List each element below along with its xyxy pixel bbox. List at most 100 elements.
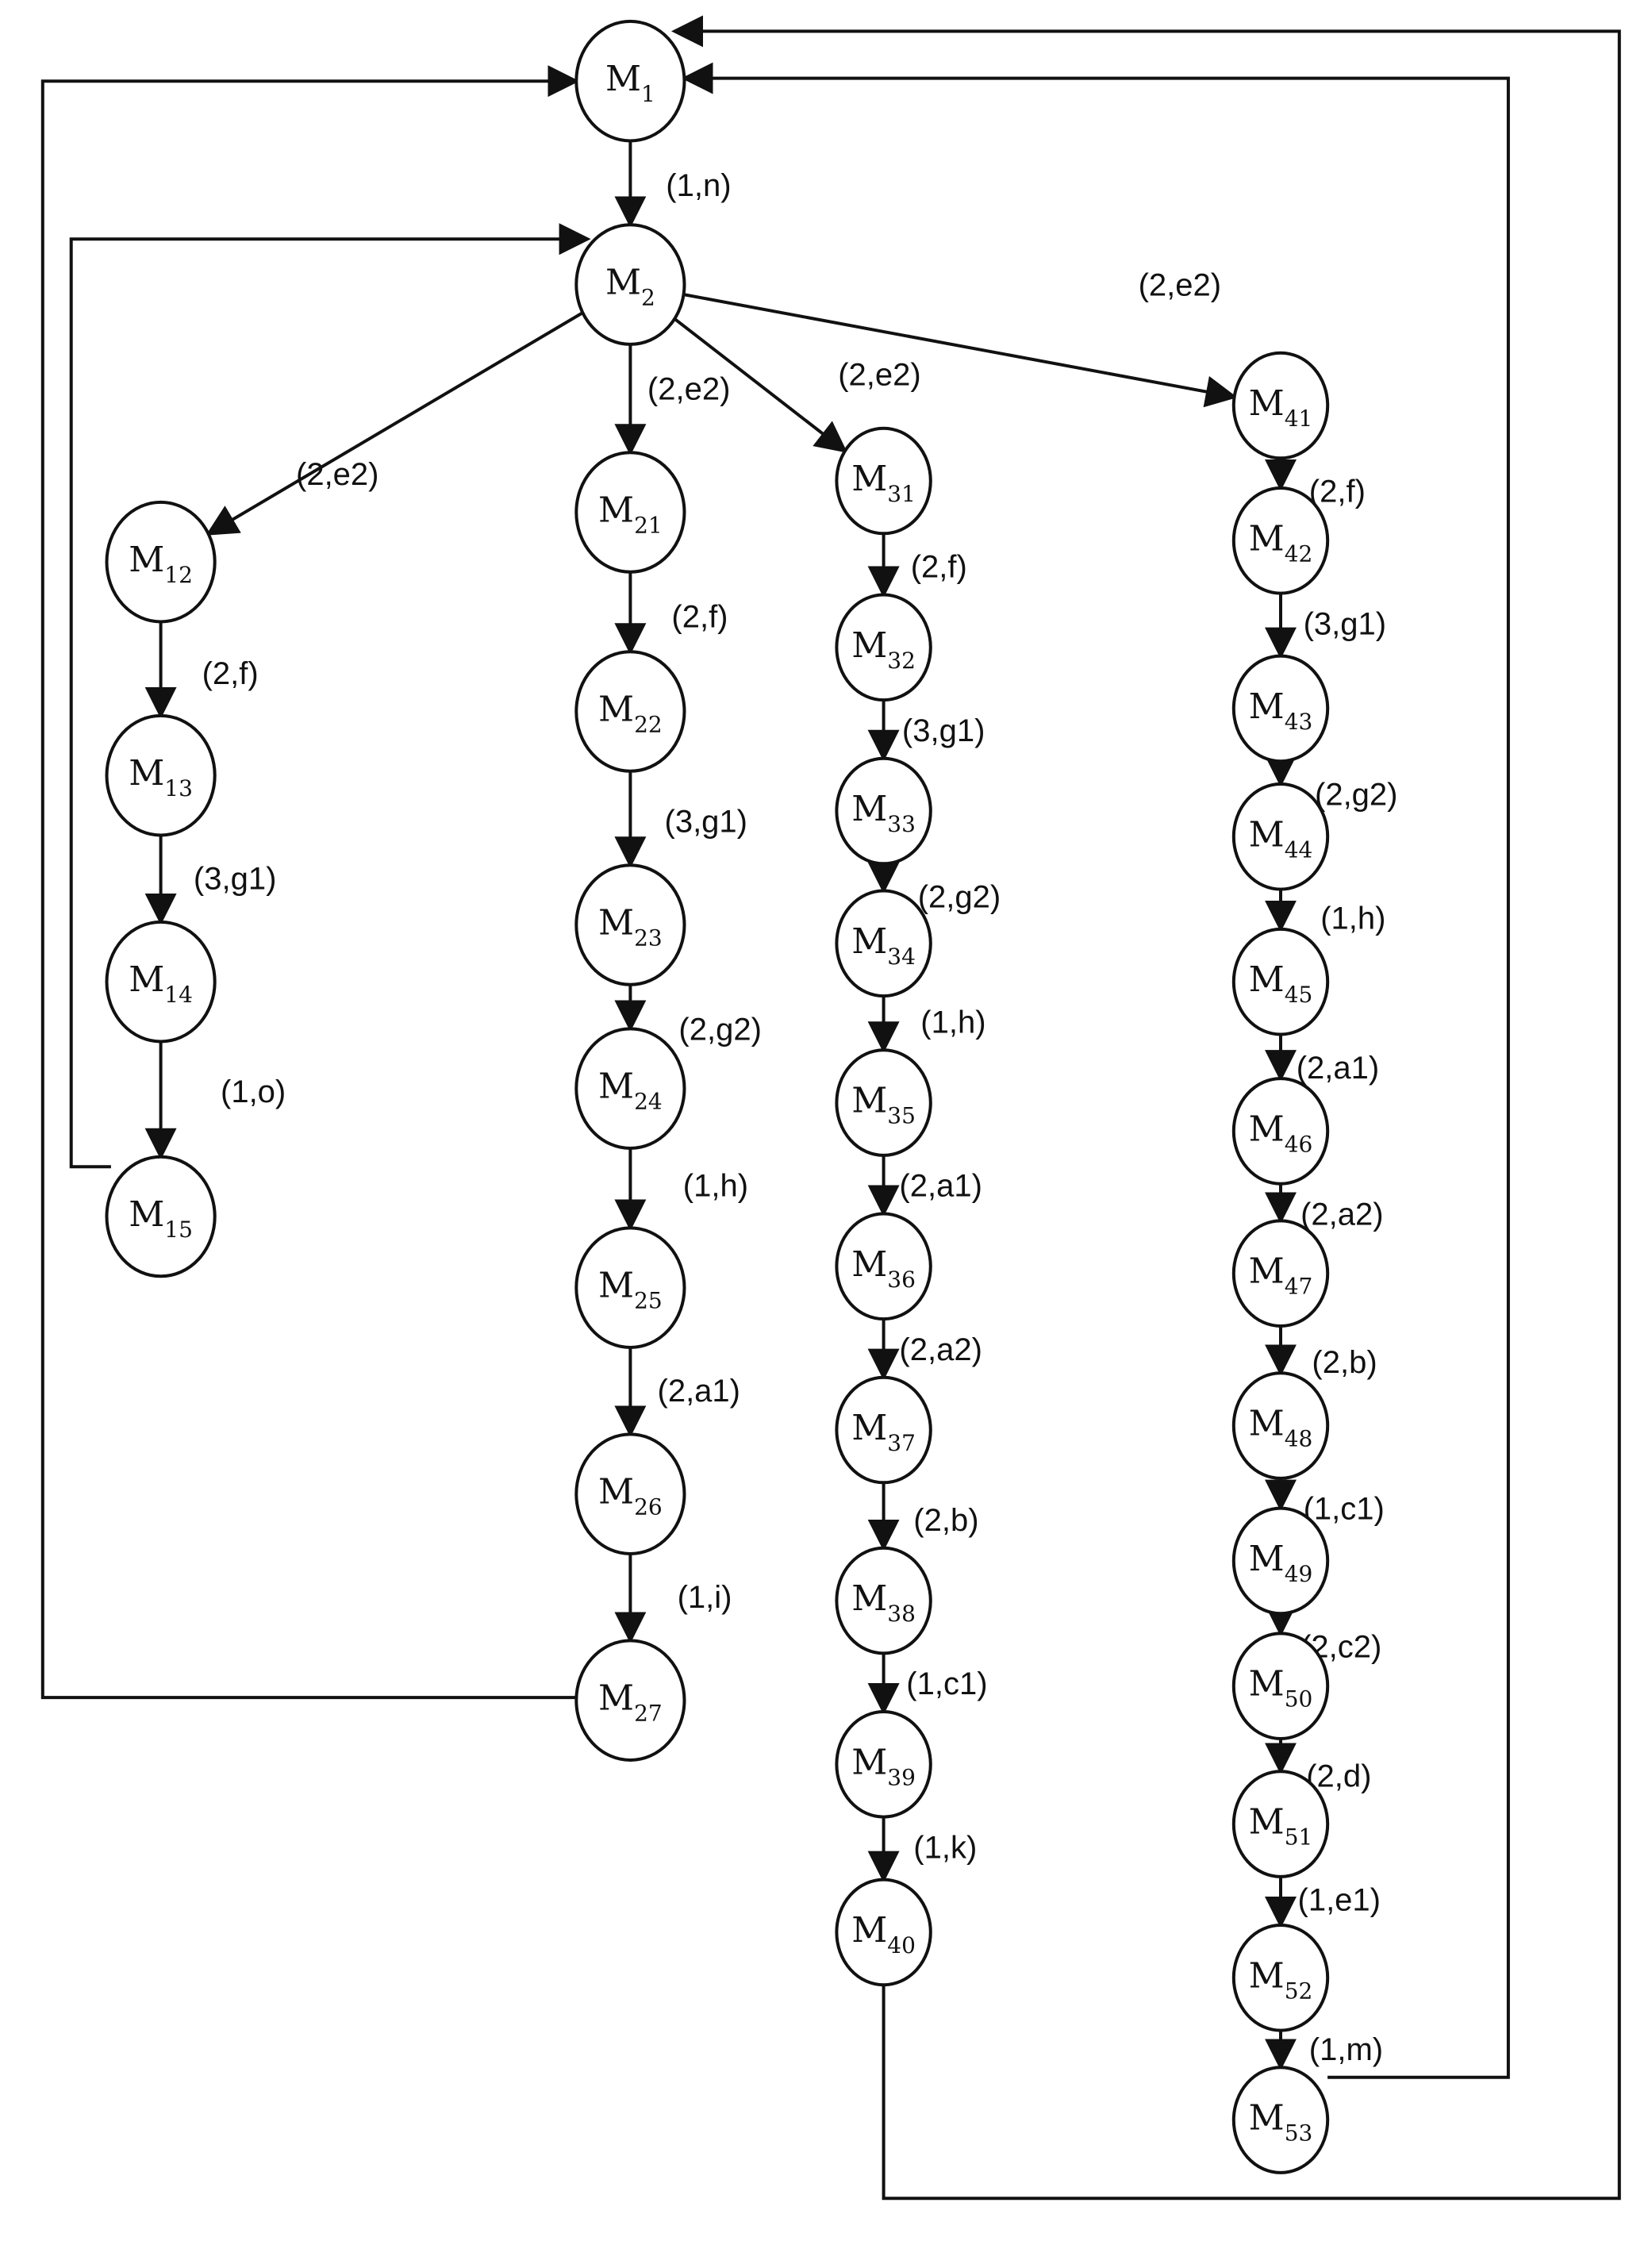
edge-label-m38-m39: (1,c1) bbox=[906, 1666, 987, 1701]
node-circle-m25 bbox=[574, 1226, 686, 1349]
node-m38: M38 bbox=[835, 1546, 932, 1655]
node-m15: M15 bbox=[105, 1155, 217, 1278]
node-label-subscript: 27 bbox=[634, 1701, 663, 1727]
node-label-m26: M26 bbox=[598, 1472, 663, 1520]
node-circle-m12 bbox=[105, 500, 217, 624]
node-m2: M2 bbox=[574, 223, 686, 346]
node-label-letter: M bbox=[605, 263, 641, 303]
node-label-subscript: 26 bbox=[634, 1494, 663, 1520]
node-circle-m36 bbox=[835, 1212, 932, 1321]
node-label-subscript: 43 bbox=[1285, 709, 1313, 735]
edge-m40-to-m1 bbox=[671, 15, 1621, 2201]
edge-label-m48-m49: (1,c1) bbox=[1304, 1492, 1385, 1527]
node-label-letter: M bbox=[1249, 1664, 1285, 1705]
node-label-subscript: 46 bbox=[1285, 1131, 1313, 1157]
node-circle-m31 bbox=[835, 426, 932, 536]
node-m47: M47 bbox=[1231, 1219, 1330, 1328]
node-m43: M43 bbox=[1231, 654, 1330, 763]
node-label-letter: M bbox=[598, 690, 634, 730]
node-m50: M50 bbox=[1231, 1632, 1330, 1740]
node-label-letter: M bbox=[1249, 383, 1285, 424]
node-m39: M39 bbox=[835, 1710, 932, 1819]
node-label-subscript: 15 bbox=[164, 1217, 193, 1243]
node-circle-m51 bbox=[1231, 1770, 1330, 1878]
node-label-letter: M bbox=[129, 540, 164, 580]
node-circle-m50 bbox=[1231, 1632, 1330, 1740]
node-label-letter: M bbox=[1249, 814, 1285, 855]
node-label-m22: M22 bbox=[598, 690, 663, 738]
node-label-letter: M bbox=[1249, 1109, 1285, 1149]
node-label-m41: M41 bbox=[1249, 383, 1313, 432]
node-circle-m32 bbox=[835, 593, 932, 702]
edge-m27-to-m1 bbox=[40, 65, 580, 1700]
node-circle-m44 bbox=[1231, 782, 1330, 891]
node-label-m27: M27 bbox=[598, 1678, 663, 1727]
node-m35: M35 bbox=[835, 1048, 932, 1157]
node-m26: M26 bbox=[574, 1432, 686, 1555]
node-label-letter: M bbox=[1249, 686, 1285, 727]
edge-label-m1-m2: (1,n) bbox=[666, 168, 731, 203]
node-m1: M1 bbox=[574, 19, 686, 143]
node-label-letter: M bbox=[598, 1266, 634, 1306]
edge-label-m12-m13: (2,f) bbox=[202, 656, 259, 691]
node-m45: M45 bbox=[1231, 927, 1330, 1036]
node-circle-m46 bbox=[1231, 1077, 1330, 1186]
node-label-subscript: 42 bbox=[1285, 540, 1313, 567]
node-label-subscript: 40 bbox=[887, 1932, 916, 1958]
node-label-subscript: 21 bbox=[634, 513, 663, 539]
node-label-subscript: 53 bbox=[1285, 2120, 1313, 2147]
node-label-m48: M48 bbox=[1249, 1404, 1313, 1452]
node-label-letter: M bbox=[129, 959, 164, 1000]
node-label-letter: M bbox=[1249, 1802, 1285, 1843]
node-circle-m33 bbox=[835, 756, 932, 866]
edges-layer bbox=[40, 15, 1621, 2201]
node-circle-m47 bbox=[1231, 1219, 1330, 1328]
edge-label-m44-m45: (1,h) bbox=[1320, 901, 1385, 936]
edge-label-m21-m22: (2,f) bbox=[671, 599, 728, 634]
node-m22: M22 bbox=[574, 650, 686, 773]
node-label-m40: M40 bbox=[851, 1910, 916, 1958]
edge-label-m42-m43: (3,g1) bbox=[1304, 606, 1387, 641]
node-label-letter: M bbox=[851, 1408, 887, 1448]
node-m32: M32 bbox=[835, 593, 932, 702]
node-m12: M12 bbox=[105, 500, 217, 624]
node-m48: M48 bbox=[1231, 1371, 1330, 1480]
node-label-subscript: 35 bbox=[887, 1103, 916, 1129]
node-label-letter: M bbox=[1249, 1539, 1285, 1579]
node-circle-m24 bbox=[574, 1027, 686, 1150]
node-label-subscript: 24 bbox=[634, 1089, 663, 1115]
edge-label-m14-m15: (1,o) bbox=[221, 1074, 286, 1109]
node-label-subscript: 33 bbox=[887, 811, 916, 837]
node-circle-m41 bbox=[1231, 351, 1330, 460]
node-circle-m15 bbox=[105, 1155, 217, 1278]
node-label-m51: M51 bbox=[1249, 1802, 1313, 1851]
node-m52: M52 bbox=[1231, 1924, 1330, 2032]
node-circle-m27 bbox=[574, 1639, 686, 1762]
node-label-m12: M12 bbox=[129, 540, 193, 588]
node-label-subscript: 41 bbox=[1285, 406, 1313, 432]
edge-label-m31-m32: (2,f) bbox=[911, 550, 967, 585]
node-m27: M27 bbox=[574, 1639, 686, 1762]
node-label-m25: M25 bbox=[598, 1266, 663, 1314]
node-m37: M37 bbox=[835, 1375, 932, 1485]
node-m53: M53 bbox=[1231, 2066, 1330, 2174]
edge-label-m47-m48: (2,b) bbox=[1312, 1345, 1377, 1380]
node-circle-m48 bbox=[1231, 1371, 1330, 1480]
node-label-subscript: 22 bbox=[634, 712, 663, 738]
node-m14: M14 bbox=[105, 920, 217, 1044]
node-circle-m26 bbox=[574, 1432, 686, 1555]
node-label-subscript: 25 bbox=[634, 1288, 663, 1314]
node-label-subscript: 45 bbox=[1285, 982, 1313, 1008]
node-m36: M36 bbox=[835, 1212, 932, 1321]
node-label-subscript: 39 bbox=[887, 1764, 916, 1790]
node-m40: M40 bbox=[835, 1878, 932, 1987]
node-m25: M25 bbox=[574, 1226, 686, 1349]
node-label-m49: M49 bbox=[1249, 1539, 1313, 1587]
node-label-subscript: 12 bbox=[164, 562, 193, 588]
node-label-subscript: 48 bbox=[1285, 1426, 1313, 1452]
edge-m53-to-m1 bbox=[681, 62, 1510, 2079]
node-label-m50: M50 bbox=[1249, 1664, 1313, 1712]
node-circle-m22 bbox=[574, 650, 686, 773]
edge-label-m2-m41: (2,e2) bbox=[1139, 268, 1222, 303]
